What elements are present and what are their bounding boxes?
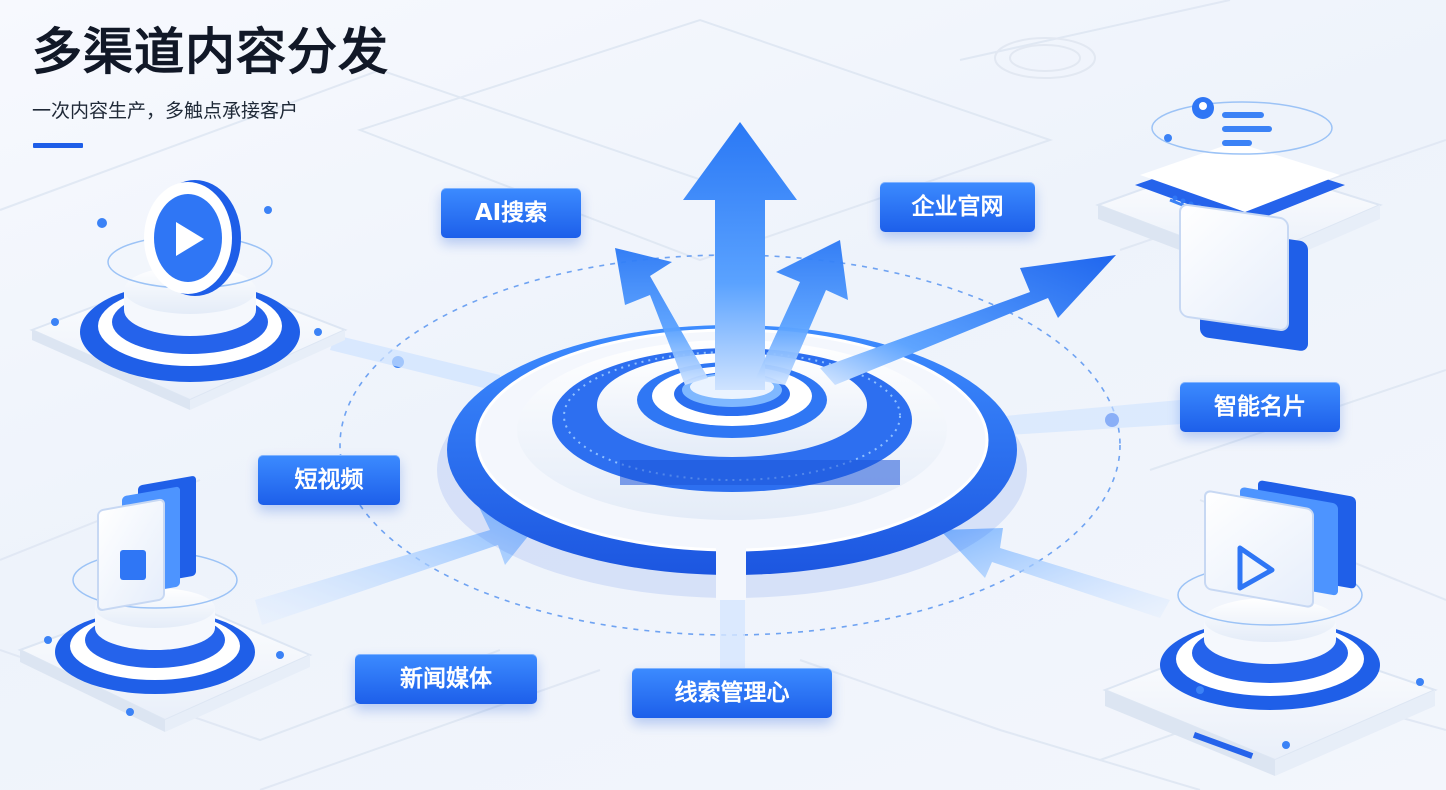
page-subtitle: 一次内容生产，多触点承接客户: [32, 100, 299, 122]
video-cards-icon: [17, 476, 313, 732]
channel-tag-smart-business-card[interactable]: 智能名片: [1180, 382, 1340, 432]
decorative-ring: [994, 37, 1096, 79]
inbound-arrow-left: [255, 505, 545, 625]
channel-tag-news-media[interactable]: 新闻媒体: [355, 654, 537, 704]
video-player-icon: [1102, 480, 1438, 776]
location-card-icon: [1095, 97, 1383, 351]
title-accent-bar: [33, 143, 83, 148]
channel-tag-lead-management[interactable]: 线索管理心: [632, 668, 832, 718]
outbound-arrow-up-left: [615, 248, 708, 385]
outbound-arrow-right: [820, 255, 1116, 385]
inbound-arrow-right: [940, 528, 1170, 618]
channel-tag-ai-search[interactable]: AI搜索: [441, 188, 581, 238]
page-title: 多渠道内容分发: [32, 23, 389, 81]
dashed-orbit: [339, 254, 1121, 636]
channel-tag-short-video[interactable]: 短视频: [258, 455, 400, 505]
channel-tag-corporate-website[interactable]: 企业官网: [880, 182, 1035, 232]
outbound-arrow-up: [683, 122, 797, 390]
distribution-hub-icon: [437, 325, 1027, 600]
play-video-icon: [29, 180, 348, 410]
outbound-arrow-up-right: [755, 240, 848, 385]
